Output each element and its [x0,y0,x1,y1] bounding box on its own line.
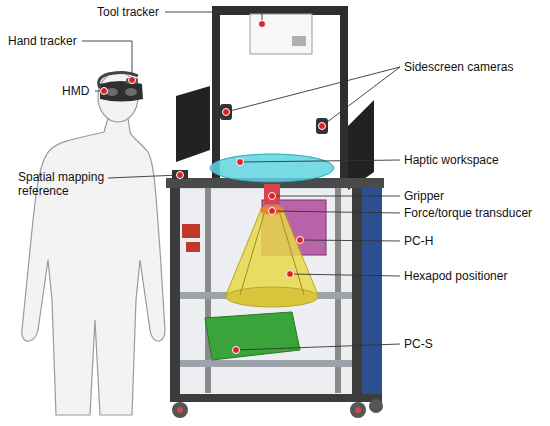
leader-dot [101,88,108,95]
leader-dot [177,172,184,179]
leader-line [272,211,400,213]
connector-block [182,224,200,238]
callout-label: Gripper [404,189,444,203]
callout-label: Spatial mapping reference [18,170,118,198]
hmd-headset [100,81,143,102]
force-torque-transducer [260,205,284,215]
cart-front-post [170,186,180,402]
person-body [22,118,165,415]
leader-line [226,67,400,112]
side-monitor [176,86,210,162]
cart-wheel-hub [355,407,361,413]
leader-dot [259,21,266,28]
callout-label: Hand tracker [8,34,77,48]
leader-dot [269,208,276,215]
callout-label: HMD [62,84,89,98]
callout-label: Tool tracker [97,5,159,19]
cart-front-post [352,186,362,402]
leader-dot [223,109,230,116]
leader-lines [82,12,400,350]
cart-shelf [176,360,364,367]
leader-line [322,67,400,126]
leader-line [236,344,400,350]
leader-line [290,274,400,276]
side-monitor [348,100,374,190]
stand-post [212,8,220,182]
leader-line [240,160,400,162]
callout-label: PC-S [404,337,433,351]
gripper [264,184,280,204]
leader-dot [319,123,326,130]
leader-dot [297,237,304,244]
leader-line [82,41,132,80]
hexapod-base [226,287,318,307]
leader-line [300,240,400,241]
cart-wheel [369,399,383,413]
callout-label: Sidescreen cameras [404,60,513,74]
leader-line [108,175,180,178]
tool-tracker-lens [292,36,306,46]
leader-dot [233,347,240,354]
leader-dot [269,193,276,200]
leader-dots [101,21,326,354]
leader-line [165,12,262,24]
cart-wheel [350,402,366,418]
cart-blue-panel [362,186,382,400]
hexapod-strut [280,214,304,295]
hmd-lens [125,88,137,96]
callout-label: Haptic workspace [404,153,499,167]
pc-s-box [205,312,300,360]
leader-dot [237,159,244,166]
person-silhouette [22,72,165,415]
cart-wheel [172,402,188,418]
stand-post [340,8,348,182]
sidescreen-camera [220,104,232,120]
haptic-workspace [210,154,334,182]
tool-tracker-box [250,14,312,54]
leader-line [272,196,400,197]
connector-block [186,242,200,252]
leader-dot [129,77,136,84]
hexapod-strut [240,214,264,295]
spatial-mapping-marker [172,170,188,179]
sidescreen-camera [316,118,328,134]
callout-label: Hexapod positioner [404,269,507,283]
cart-wheel-hub [177,407,183,413]
callout-label: Force/torque transducer [404,206,532,220]
callout-label: PC-H [404,234,433,248]
leader-dot [287,271,294,278]
cart-base-rail [170,394,382,402]
